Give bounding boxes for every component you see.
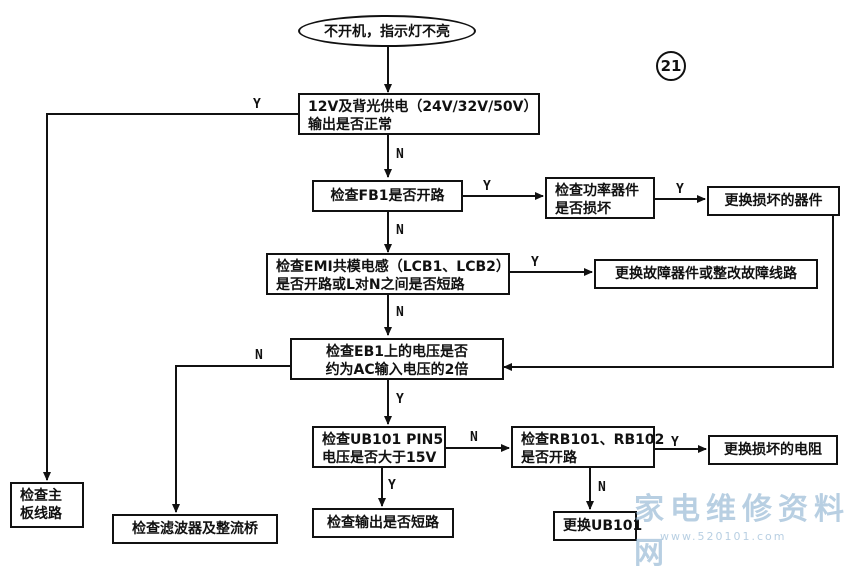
- node-text-line: 检查RB101、RB102: [521, 432, 665, 448]
- node-text-line: 板线路: [20, 506, 62, 522]
- node-text-line: 更换UB101: [563, 518, 643, 534]
- node-text-line: 检查FB1是否开路: [330, 188, 445, 204]
- node-text-line: 输出是否正常: [308, 117, 392, 133]
- node-text-line: 检查功率器件: [555, 183, 639, 199]
- node-text-line: 更换损坏的电阻: [724, 442, 822, 458]
- edge-label-yes: Y: [483, 179, 491, 194]
- edge-label-yes: Y: [676, 182, 684, 197]
- start-node: 不开机，指示灯不亮: [298, 15, 476, 47]
- start-node-text: 不开机，指示灯不亮: [324, 24, 450, 40]
- node-text-line: 检查输出是否短路: [327, 515, 439, 531]
- node-check-filter-rectifier: 检查滤波器及整流桥: [112, 514, 278, 544]
- node-backlight-power-check: 12V及背光供电（24V/32V/50V） 输出是否正常: [298, 93, 540, 135]
- edge-label-yes: Y: [253, 97, 261, 112]
- node-text-line: 检查滤波器及整流桥: [132, 521, 258, 537]
- edge-label-no: N: [396, 223, 404, 238]
- node-text-line: 约为AC输入电压的2倍: [325, 362, 469, 378]
- node-replace-damaged-device: 更换损坏的器件: [707, 186, 840, 216]
- node-eb1-voltage-check: 检查EB1上的电压是否 约为AC输入电压的2倍: [290, 338, 504, 380]
- edge-n7-n9: [172, 365, 290, 513]
- node-check-output-short: 检查输出是否短路: [312, 508, 454, 538]
- node-text-line: 12V及背光供电（24V/32V/50V）: [308, 99, 538, 115]
- node-replace-faulty-or-fix-circuit: 更换故障器件或整改故障线路: [594, 259, 818, 289]
- node-power-device-check: 检查功率器件 是否损坏: [545, 177, 655, 219]
- node-text-line: 更换故障器件或整改故障线路: [615, 266, 797, 282]
- edge-label-no: N: [396, 147, 404, 162]
- edge-label-no: N: [396, 305, 404, 320]
- edge-label-no: N: [598, 480, 606, 495]
- node-text-line: 电压是否大于15V: [322, 450, 437, 466]
- node-text-line: 是否开路: [521, 450, 577, 466]
- node-rb101-rb102-open-check: 检查RB101、RB102 是否开路: [511, 426, 665, 468]
- edge-n1-n8: [43, 113, 298, 481]
- edge-label-no: N: [470, 430, 478, 445]
- edge-n4-n7: [503, 214, 834, 371]
- watermark-url: www.520101.com: [660, 530, 787, 543]
- node-text-line: 检查主: [20, 488, 62, 504]
- node-emi-inductor-check: 检查EMI共模电感（LCB1、LCB2） 是否开路或L对N之间是否短路: [266, 253, 510, 295]
- node-text-line: 检查UB101 PIN5: [322, 432, 444, 448]
- node-text-line: 是否开路或L对N之间是否短路: [276, 277, 465, 293]
- node-text-line: 更换损坏的器件: [724, 193, 823, 209]
- node-text-line: 是否损坏: [555, 201, 611, 217]
- node-replace-damaged-resistor: 更换损坏的电阻: [708, 435, 838, 465]
- edge-label-yes: Y: [671, 435, 679, 450]
- node-ub101-pin5-voltage-check: 检查UB101 PIN5 电压是否大于15V: [312, 426, 446, 468]
- watermark-title: 家电维修资料网: [634, 492, 850, 571]
- node-fb1-open-check: 检查FB1是否开路: [312, 180, 463, 212]
- node-text-line: 检查EB1上的电压是否: [326, 344, 468, 360]
- edge-label-yes: Y: [396, 392, 404, 407]
- edge-label-yes: Y: [531, 255, 539, 270]
- node-check-mainboard-circuit: 检查主 板线路: [10, 482, 84, 528]
- node-replace-ub101: 更换UB101: [553, 511, 642, 541]
- edge-label-no: N: [255, 348, 263, 363]
- node-text-line: 检查EMI共模电感（LCB1、LCB2）: [276, 259, 510, 275]
- edge-label-yes: Y: [388, 478, 396, 493]
- page-number-badge: 21: [656, 51, 686, 81]
